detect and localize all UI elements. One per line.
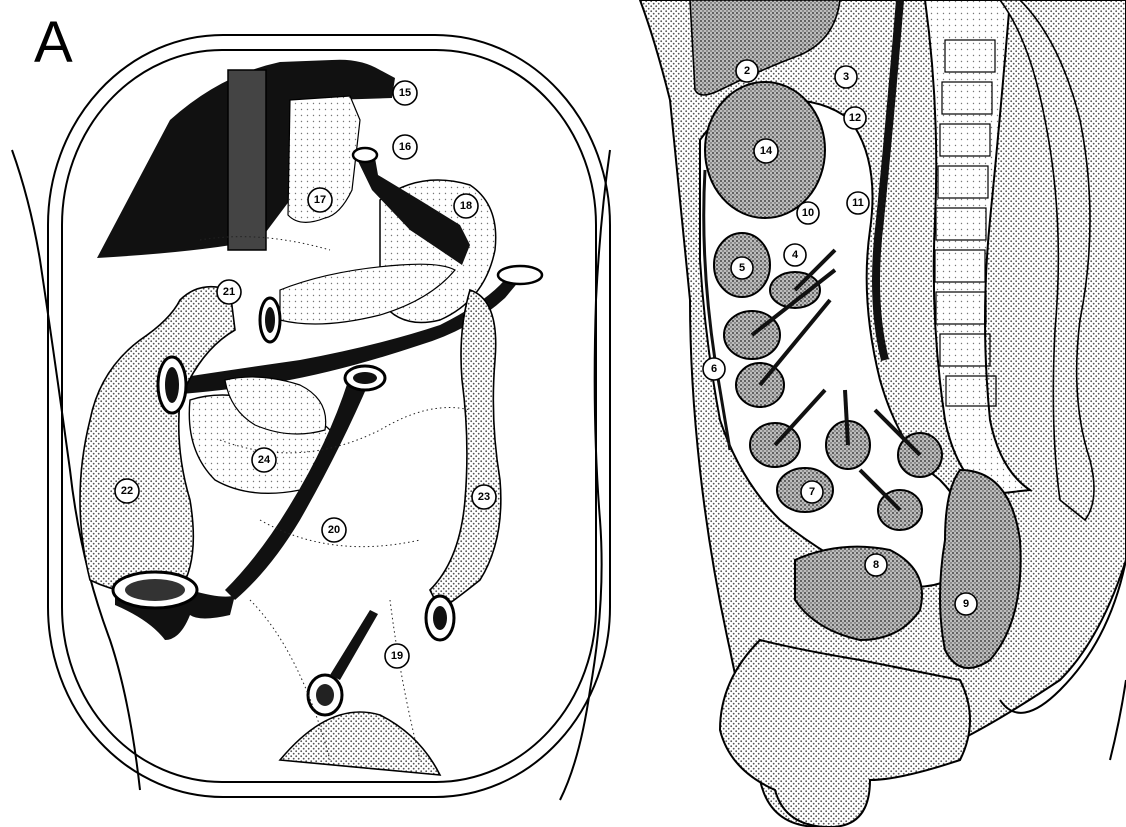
left-panel-frontal: A	[12, 10, 610, 800]
label-5: 5	[731, 257, 753, 279]
thigh-contour	[1110, 680, 1126, 760]
label-21: 21	[217, 280, 241, 304]
label-4: 4	[784, 244, 806, 266]
right-panel-sagittal: 2 3 14 12 10 11 4 5 6 7 8 9	[640, 0, 1126, 827]
ascending-colon-lumen	[125, 579, 185, 601]
label-20: 20	[322, 518, 346, 542]
label-11: 11	[847, 192, 869, 214]
svg-text:15: 15	[399, 87, 411, 99]
splenic-flexure-section	[498, 266, 542, 284]
descending-colon	[430, 290, 501, 610]
label-15: 15	[393, 81, 417, 105]
svg-text:8: 8	[873, 559, 879, 571]
svg-text:11: 11	[852, 197, 864, 209]
label-8: 8	[865, 554, 887, 576]
label-19: 19	[385, 644, 409, 668]
vessel-lumen-left	[165, 367, 179, 403]
inferior-vena-cava	[228, 70, 266, 250]
rectum-lumen	[316, 684, 334, 706]
svg-text:17: 17	[314, 194, 326, 206]
label-2: 2	[736, 60, 758, 82]
oesophagus-section	[353, 148, 377, 162]
label-12: 12	[844, 107, 866, 129]
panel-letter: A	[34, 10, 73, 75]
bladder	[280, 712, 440, 775]
label-23: 23	[472, 485, 496, 509]
sigmoid-mesocolon	[330, 610, 378, 680]
label-7: 7	[801, 481, 823, 503]
vessel-lumen-portal	[265, 307, 275, 333]
label-18: 18	[454, 194, 478, 218]
svg-text:24: 24	[258, 454, 271, 466]
svg-text:5: 5	[739, 262, 745, 274]
label-6: 6	[703, 358, 725, 380]
sigmoid-lumen	[433, 606, 447, 630]
svg-text:22: 22	[121, 485, 133, 497]
svg-text:10: 10	[802, 207, 814, 219]
label-16: 16	[393, 135, 417, 159]
svg-text:9: 9	[963, 598, 969, 610]
svg-text:18: 18	[460, 200, 472, 212]
svg-text:23: 23	[478, 491, 490, 503]
label-14: 14	[754, 139, 778, 163]
label-9: 9	[955, 593, 977, 615]
svg-text:2: 2	[744, 65, 750, 77]
svg-text:4: 4	[792, 249, 799, 261]
svg-text:3: 3	[843, 71, 849, 83]
svg-text:6: 6	[711, 363, 717, 375]
label-3: 3	[835, 66, 857, 88]
svg-text:19: 19	[391, 650, 403, 662]
label-24: 24	[252, 448, 276, 472]
svg-text:21: 21	[223, 286, 235, 298]
svg-text:12: 12	[849, 112, 861, 124]
label-10: 10	[797, 202, 819, 224]
svg-text:20: 20	[328, 524, 340, 536]
vessel-lumen-mid	[353, 372, 377, 384]
svg-text:7: 7	[809, 486, 815, 498]
label-17: 17	[308, 188, 332, 212]
torso-right-contour	[560, 150, 610, 800]
svg-text:16: 16	[399, 141, 411, 153]
label-22: 22	[115, 479, 139, 503]
svg-text:14: 14	[760, 145, 773, 157]
